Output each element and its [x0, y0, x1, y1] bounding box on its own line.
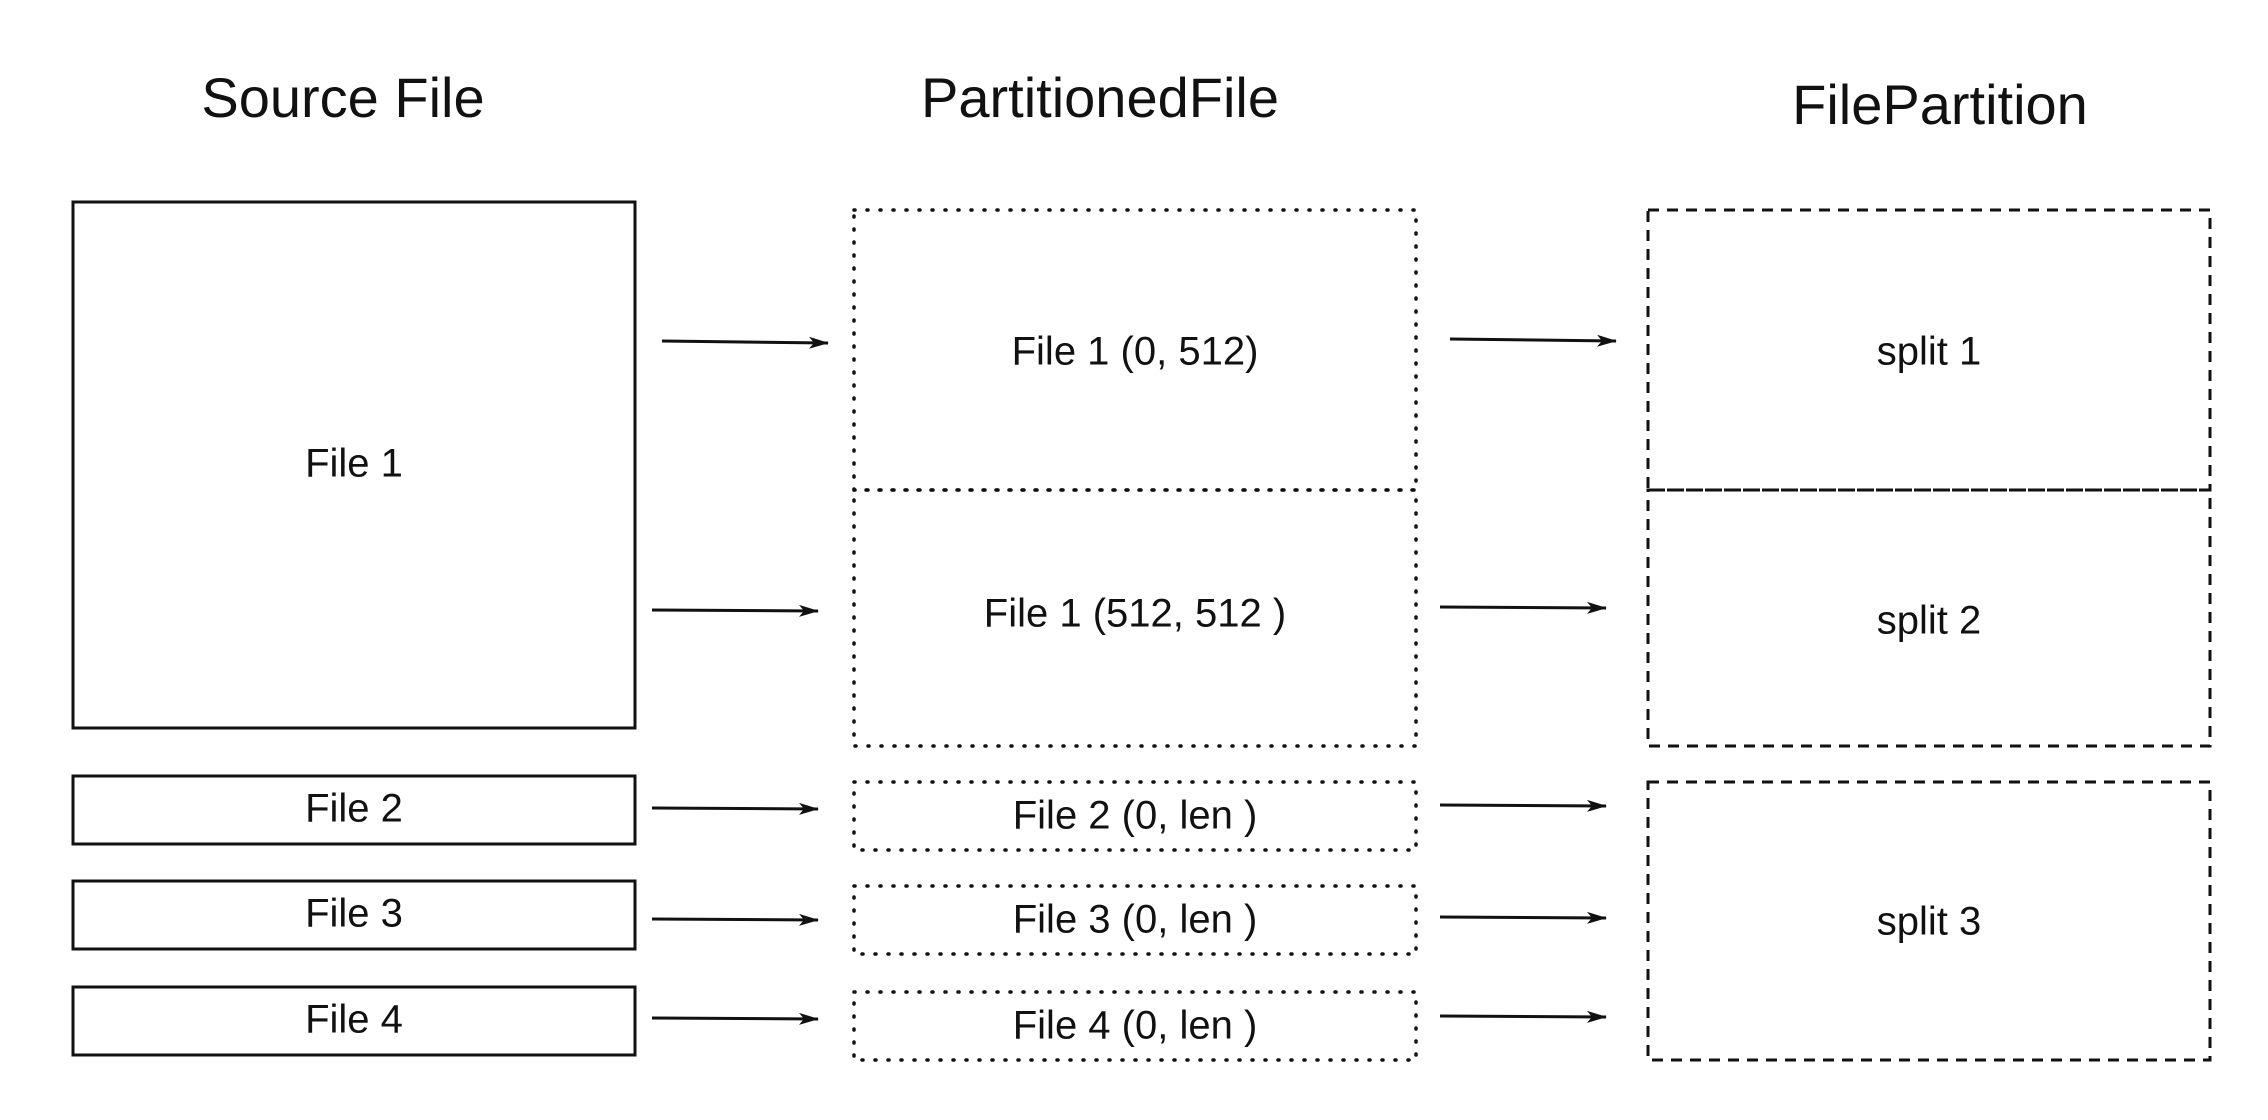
partitioned-file-3: File 2 (0, len ): [852, 780, 1418, 852]
arrow-part-5-to-split-3: [1439, 1010, 1607, 1023]
source-file-3: File 3: [71, 879, 637, 951]
split-3: split 3: [1646, 780, 2212, 1062]
partitioned-file-1: File 1 (0, 512): [852, 208, 1418, 492]
file-partition-column-title: FilePartition: [1792, 73, 2088, 136]
split-2-label: split 2: [1877, 599, 1982, 643]
source-file-4: File 4: [71, 985, 637, 1057]
arrow-source-file-4-to-part-5: [651, 1012, 819, 1025]
partitioned-file-5-label: File 4 (0, len ): [1013, 1004, 1258, 1048]
arrow-source-file-2-to-part-3: [651, 802, 819, 815]
arrow-part-4-to-split-3: [1439, 911, 1607, 924]
source-file-3-label: File 3: [305, 892, 403, 936]
source-file-2-label: File 2: [305, 787, 403, 831]
partitioned-file-4-label: File 3 (0, len ): [1013, 898, 1258, 942]
partitioned-file-5: File 4 (0, len ): [852, 990, 1418, 1062]
arrow-source-file-3-to-part-4: [651, 913, 819, 926]
partitioned-file-3-label: File 2 (0, len ): [1013, 794, 1258, 838]
split-3-label: split 3: [1877, 900, 1982, 944]
partitioned-file-column-title: PartitionedFile: [921, 66, 1279, 129]
arrow-part-2-to-split-2: [1439, 601, 1607, 614]
split-1-label: split 1: [1877, 330, 1982, 374]
source-file-2: File 2: [71, 774, 637, 846]
arrow-source-file-1-to-part-1: [661, 336, 829, 349]
arrow-part-1-to-split-1: [1449, 334, 1617, 347]
arrow-source-file-1-to-part-2: [651, 604, 819, 617]
source-file-4-label: File 4: [305, 998, 403, 1042]
source-file-column-title: Source File: [201, 66, 484, 129]
partitioned-file-4: File 3 (0, len ): [852, 884, 1418, 956]
arrow-part-3-to-split-3: [1439, 799, 1607, 812]
source-file-1-label: File 1: [305, 442, 403, 486]
source-file-1: File 1: [71, 200, 637, 730]
partitioned-file-2: File 1 (512, 512 ): [852, 488, 1418, 748]
partitioned-file-1-label: File 1 (0, 512): [1012, 330, 1259, 374]
split-2: split 2: [1646, 488, 2212, 748]
partitioned-file-2-label: File 1 (512, 512 ): [984, 592, 1286, 636]
split-1: split 1: [1646, 208, 2212, 492]
